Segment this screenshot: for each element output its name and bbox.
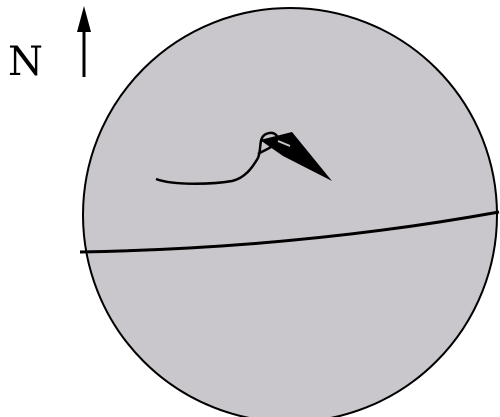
north-arrow-icon bbox=[77, 6, 91, 77]
sphere bbox=[83, 8, 497, 417]
north-label: N bbox=[8, 39, 43, 85]
